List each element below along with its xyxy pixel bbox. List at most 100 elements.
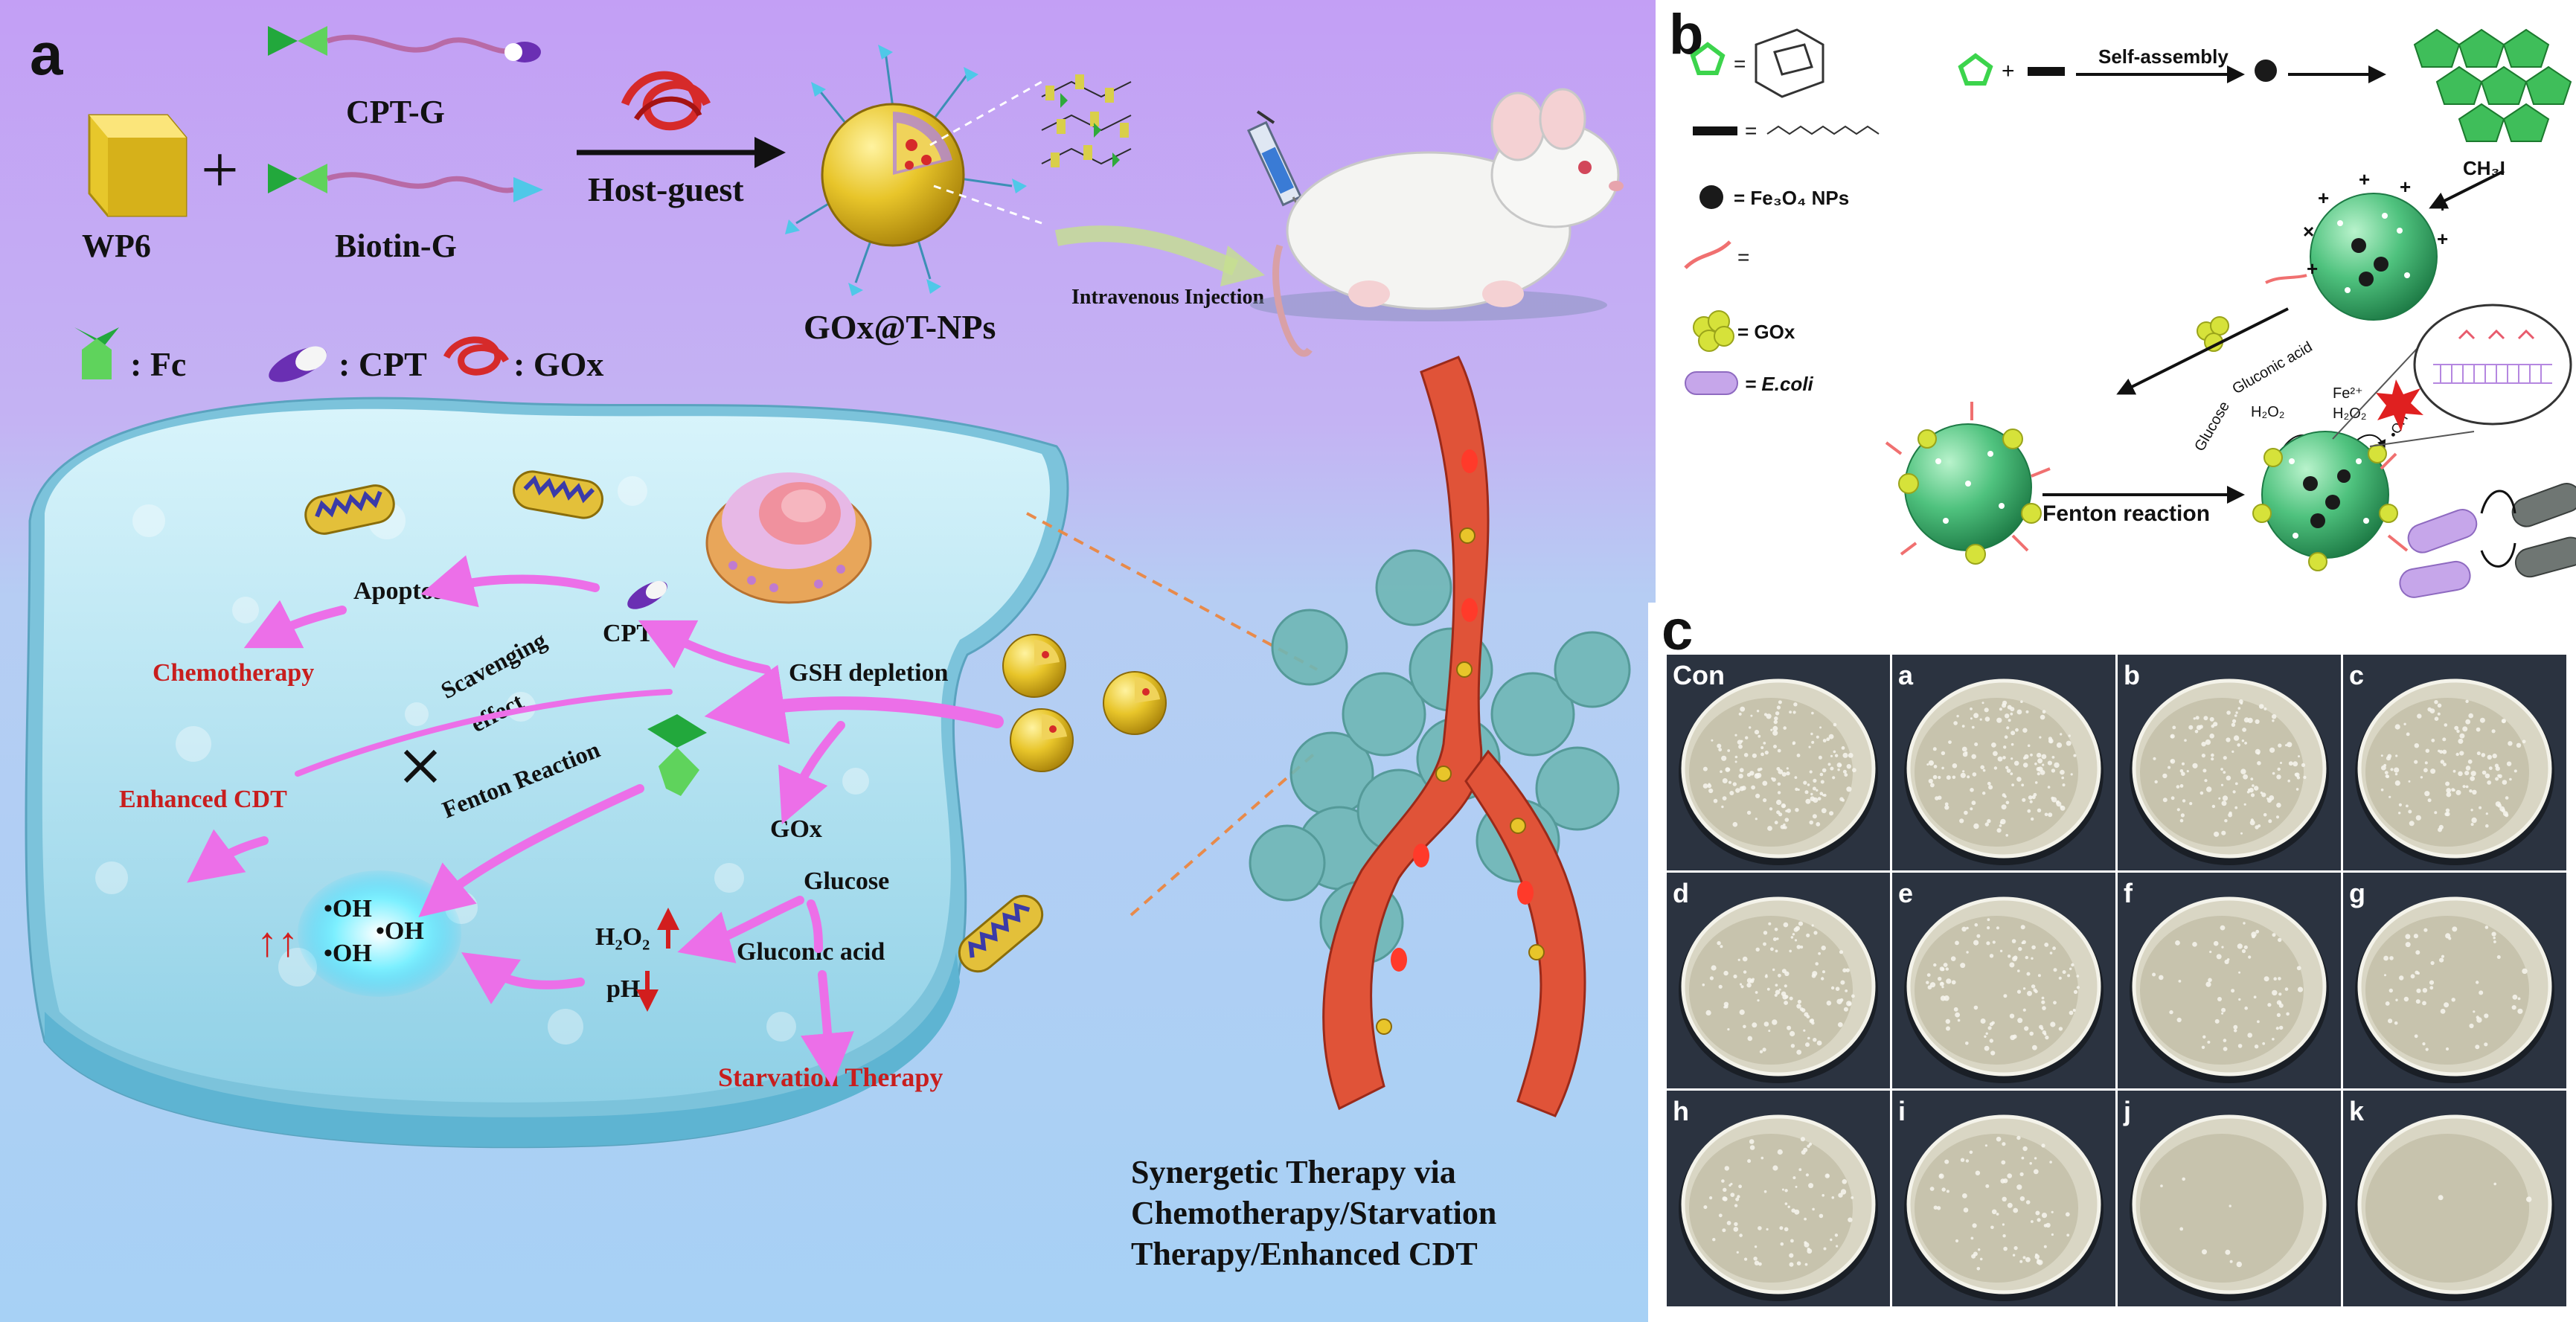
gox-loaded-sphere-icon	[1885, 402, 2051, 565]
petri-dish-cell: d	[1667, 873, 1890, 1088]
gluconic-acid-label: Gluconic acid	[737, 938, 885, 966]
plate-label: h	[1673, 1096, 1689, 1126]
nanoparticle-label: GOx@T-NPs	[804, 308, 996, 346]
petri-dish-cell: Con	[1667, 655, 1890, 870]
legend-ecoli: = E.coli	[1745, 373, 1814, 395]
cpt-capsule-icon	[627, 580, 667, 609]
host-guest-label: Host-guest	[588, 170, 744, 208]
inhibition-cross	[403, 749, 438, 783]
host-guest-zoom-lines	[929, 80, 1042, 225]
biotin-g-label: Biotin-G	[335, 228, 457, 264]
chemotherapy-label: Chemotherapy	[153, 659, 314, 687]
oh-label-2: •OH	[376, 917, 424, 945]
cationic-sphere-icon: ++++ ×++	[2303, 168, 2448, 321]
plate-label: b	[2124, 660, 2140, 690]
fe3o4-core-icon	[2255, 60, 2277, 82]
supramolecular-chain-icon	[1041, 74, 1132, 167]
glucose-label: Glucose	[804, 867, 889, 895]
svg-text:+: +	[2359, 168, 2370, 190]
svg-text:+: +	[2437, 194, 2448, 216]
fc-legend-icon	[74, 327, 119, 379]
petri-dish-cell: e	[1892, 873, 2115, 1088]
injection-label: Intravenous Injection	[1071, 286, 1264, 309]
oh-label-3: •OH	[324, 940, 372, 967]
ph-label: pH	[606, 975, 640, 1003]
synergy-line-1: Synergetic Therapy via	[1131, 1154, 1456, 1190]
injection-arrow	[1054, 225, 1239, 276]
plate-label: i	[1898, 1096, 1906, 1126]
ch3i-label: CH₃I	[2463, 157, 2505, 179]
h2o2-label: H₂O₂	[595, 923, 650, 951]
oh-label-1: •OH	[324, 895, 372, 922]
h2o2-label-b2: H₂O₂	[2333, 405, 2367, 422]
svg-text:+: +	[2307, 257, 2318, 280]
mitochondrion-icon	[513, 470, 603, 519]
plate-label: c	[2349, 660, 2364, 690]
plate-label: k	[2349, 1096, 2365, 1126]
killing-cycle-arrow	[2480, 490, 2516, 568]
plate-label: d	[1673, 878, 1689, 908]
gsh-depletion-label: GSH depletion	[789, 659, 949, 687]
wp6-label: WP6	[82, 228, 151, 264]
petri-dish-cell: a	[1892, 655, 2115, 870]
plate-label: j	[2123, 1096, 2131, 1126]
svg-text:+: +	[2437, 228, 2448, 250]
legend-fc-label: : Fc	[130, 345, 186, 383]
petri-dish-cell: k	[2343, 1091, 2566, 1306]
gox-loading-arrow	[2116, 307, 2289, 395]
fe2-label-b: Fe²⁺	[2333, 385, 2363, 402]
linker-icon	[2028, 67, 2065, 76]
biotin-g-molecule-icon	[268, 164, 543, 202]
petri-dish-cell: g	[2343, 873, 2566, 1088]
petri-dish-cell: c	[2343, 655, 2566, 870]
supramolecular-network-icon	[2413, 28, 2572, 142]
cpt-g-label: CPT-G	[346, 94, 445, 130]
cpt-cell-label: CPT	[603, 620, 653, 647]
panel-b: b = = = Fe₃O₄ NPs = = GOx = E.coli + Sel…	[1663, 0, 2576, 603]
pillararene-legend-icon	[1690, 42, 1726, 75]
blood-vessel-icon	[1322, 356, 1586, 1117]
hydroxyl-radical-cluster: •OH •OH •OH	[298, 870, 461, 997]
nanoparticle-entering-icon	[1002, 634, 1167, 772]
petri-dish-cell: h	[1667, 1091, 1890, 1306]
svg-text:+: +	[2318, 187, 2329, 209]
membrane-zoom-inset	[2332, 304, 2572, 447]
plate-label: e	[1898, 878, 1913, 908]
cpt-g-molecule-icon	[268, 26, 541, 62]
legend-gox: = GOx	[1737, 321, 1795, 343]
svg-text:×: ×	[2303, 220, 2314, 243]
legend-eq-2: =	[1745, 119, 1757, 142]
ecoli-bacteria-icon	[2399, 483, 2576, 598]
starvation-therapy-label: Starvation Therapy	[718, 1062, 943, 1092]
quaternary-chain-icon	[2265, 274, 2307, 284]
legend-fe3o4: = Fe₃O₄ NPs	[1734, 187, 1849, 209]
ch3i-arrow	[2429, 170, 2505, 209]
plus-b: +	[2002, 59, 2015, 83]
ecoli-legend-icon	[1685, 371, 1738, 395]
gox-legend-icon	[443, 336, 509, 376]
petri-dish-cell: f	[2118, 873, 2341, 1088]
svg-text:+: +	[2400, 176, 2411, 198]
petri-dish-cell: b	[2118, 655, 2341, 870]
gox-cell-label: GOx	[770, 815, 822, 843]
linker-legend-icon	[1693, 126, 1737, 135]
fe3o4-legend-icon	[1699, 185, 1723, 209]
mitochondrion-icon	[304, 484, 395, 535]
pillararene-icon	[1958, 53, 1993, 86]
wp6-icon	[88, 114, 188, 217]
plate-label: Con	[1673, 660, 1725, 690]
radical-burst-icon	[2376, 379, 2423, 431]
petri-dish-cell: i	[1892, 1091, 2115, 1306]
enhanced-cdt-label: Enhanced CDT	[119, 786, 287, 813]
petri-dish-cell: j	[2118, 1091, 2341, 1306]
mouse-icon	[1250, 88, 1624, 357]
plate-label: f	[2124, 878, 2133, 908]
cdt-up-arrows: ↑↑	[257, 920, 298, 966]
pink-chain-marks	[2380, 452, 2409, 552]
self-assembly-label: Self-assembly	[2098, 45, 2229, 68]
panel-c-label: c	[1662, 599, 1694, 662]
plate-label: g	[2349, 878, 2365, 908]
plus-sign: +	[201, 133, 239, 207]
fenton-reaction-label-b: Fenton reaction	[2042, 501, 2210, 526]
gox-ribbon-icon	[621, 71, 711, 131]
